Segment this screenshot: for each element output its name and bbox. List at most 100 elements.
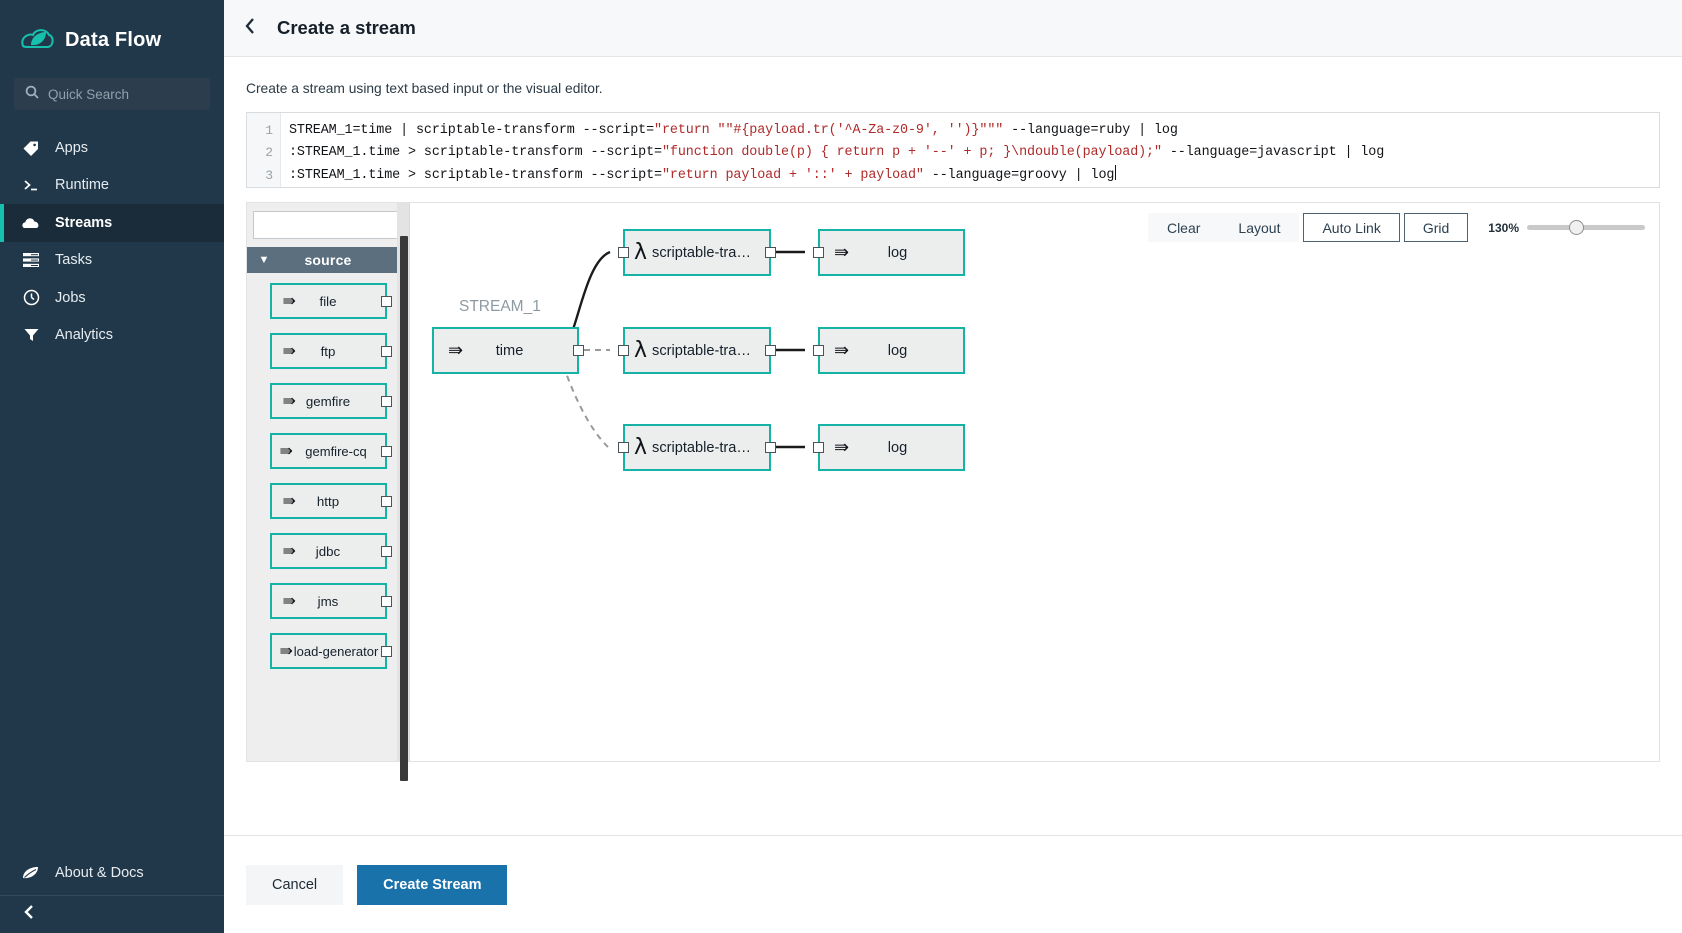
palette-item-label: gemfire-cq [305,443,367,459]
app-palette: ▼ source ⇛ file ⇛ ftp ⇛ [247,203,410,781]
palette-item-ftp[interactable]: ⇛ ftp [269,333,392,369]
output-port[interactable] [380,446,392,457]
create-stream-button[interactable]: Create Stream [357,864,508,905]
clear-button[interactable]: Clear [1147,213,1220,242]
source-arrow-icon: ⇛ [282,493,296,510]
palette-item-load-generator[interactable]: ⇛ load-generator [269,633,392,669]
sidebar-collapse-button[interactable] [0,895,224,933]
node-time[interactable]: ⇛ time [432,327,584,374]
input-port[interactable] [618,442,629,453]
palette-item-file[interactable]: ⇛ file [269,283,392,319]
flow-links [559,250,805,449]
sidebar-item-label: Apps [55,139,89,156]
editor-code[interactable]: STREAM_1=time | scriptable-transform --s… [281,113,1659,187]
palette-item-jdbc[interactable]: ⇛ jdbc [269,533,392,569]
sidebar-item-analytics[interactable]: Analytics [0,317,224,355]
sidebar-item-label: Runtime [55,177,109,194]
input-port[interactable] [813,247,824,258]
palette-item-label: http [316,493,340,509]
node-label: time [495,342,524,359]
palette-group-label: source [304,252,352,268]
palette-filter[interactable] [253,211,403,239]
node-label: scriptable-tra… [652,244,751,261]
search-icon [25,85,39,104]
node-scriptable-transform-2[interactable]: λ scriptable-tra… [618,327,776,374]
node-scriptable-transform-1[interactable]: λ scriptable-tra… [618,229,776,276]
chevron-left-icon [23,904,35,925]
node-label: log [887,439,908,456]
source-arrow-icon: ⇛ [282,393,296,410]
sidebar-item-label: Analytics [55,327,114,344]
lambda-icon: λ [634,435,648,460]
code-token: --language=groovy | log [923,167,1115,183]
grid-toggle[interactable]: Grid [1403,213,1469,242]
palette-item-http[interactable]: ⇛ http [269,483,392,519]
palette-item-gemfire-cq[interactable]: ⇛ gemfire-cq [269,433,392,469]
input-port[interactable] [813,345,824,356]
terminal-icon [21,176,41,194]
text-caret [1115,164,1117,180]
input-port[interactable] [813,442,824,453]
output-port[interactable] [573,345,584,356]
node-scriptable-transform-3[interactable]: λ scriptable-tra… [618,424,776,471]
palette-item-gemfire[interactable]: ⇛ gemfire [269,383,392,419]
cancel-button[interactable]: Cancel [246,864,344,905]
code-line-2: :STREAM_1.time > scriptable-transform --… [281,142,1659,164]
palette-item-jms[interactable]: ⇛ jms [269,583,392,619]
output-port[interactable] [380,596,392,607]
zoom-slider-thumb[interactable] [1569,220,1585,235]
search-input[interactable] [48,86,199,102]
palette-group-source[interactable]: ▼ source [247,247,409,273]
clock-icon [21,289,41,306]
node-label: scriptable-tra… [652,342,751,359]
input-port[interactable] [618,345,629,356]
output-port[interactable] [380,646,392,657]
output-port[interactable] [765,345,776,356]
sidebar-item-jobs[interactable]: Jobs [0,279,224,317]
sidebar-item-label: Jobs [55,289,86,306]
line-number: 1 [265,123,273,138]
palette-item-label: ftp [320,343,336,359]
node-log-3[interactable]: ⇛ log [813,424,965,471]
palette-scrollbar[interactable] [397,203,409,781]
layout-button[interactable]: Layout [1219,213,1300,242]
quick-search[interactable] [14,78,210,110]
palette-item-label: gemfire [305,393,351,409]
input-port[interactable] [618,247,629,258]
zoom-slider[interactable] [1527,219,1645,237]
palette-filter-input[interactable] [254,212,402,238]
node-label: log [887,244,908,261]
sidebar-footer: About & Docs [0,851,224,933]
main-content: Create a stream Create a stream using te… [224,0,1682,933]
output-port[interactable] [380,346,392,357]
palette-scrollbar-thumb[interactable] [400,236,408,781]
sidebar-item-streams[interactable]: Streams [0,204,224,242]
tag-icon [21,139,41,157]
sidebar-item-about-docs[interactable]: About & Docs [0,851,224,895]
sidebar-item-runtime[interactable]: Runtime [0,167,224,205]
back-button[interactable] [240,17,260,39]
code-line-3: :STREAM_1.time > scriptable-transform --… [281,164,1659,187]
flow-canvas[interactable]: Clear Layout Auto Link Grid 130% [410,203,1659,761]
sidebar-item-tasks[interactable]: Tasks [0,242,224,280]
node-log-1[interactable]: ⇛ log [813,229,965,276]
output-port[interactable] [765,442,776,453]
code-string-token: "return ""#{payload.tr('^A-Za-z0-9', '')… [654,123,1004,138]
page-header: Create a stream [224,0,1682,57]
lambda-icon: λ [634,338,648,363]
node-log-2[interactable]: ⇛ log [813,327,965,374]
sidebar-item-apps[interactable]: Apps [0,129,224,167]
code-token: :STREAM_1.time > scriptable-transform --… [289,167,662,183]
lambda-icon: λ [634,240,648,265]
source-arrow-icon: ⇛ [834,437,850,457]
output-port[interactable] [380,396,392,407]
editor-gutter: 1 2 3 [247,113,281,187]
stream-definition-editor[interactable]: 1 2 3 STREAM_1=time | scriptable-transfo… [246,112,1660,188]
output-port[interactable] [380,546,392,557]
code-token: --language=ruby | log [1003,123,1178,138]
output-port[interactable] [380,496,392,507]
output-port[interactable] [765,247,776,258]
output-port[interactable] [380,296,392,307]
auto-link-toggle[interactable]: Auto Link [1303,213,1400,242]
